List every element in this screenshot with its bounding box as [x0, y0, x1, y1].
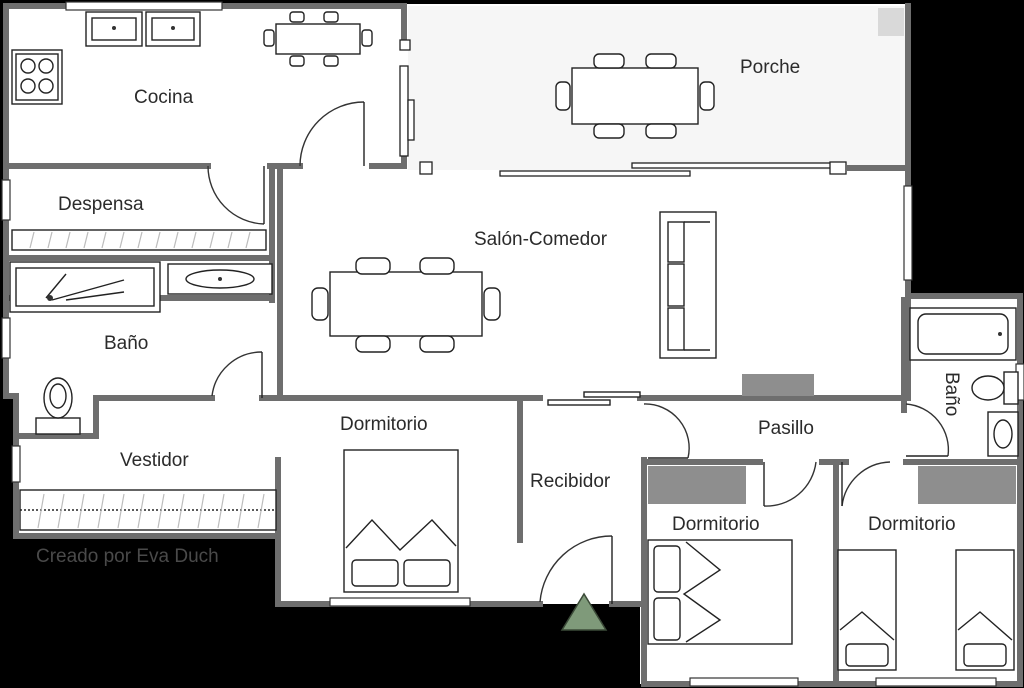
- label-salon-comedor: Salón-Comedor: [474, 229, 608, 250]
- label-pasillo: Pasillo: [758, 418, 814, 439]
- entrance-marker-icon: [560, 592, 608, 631]
- kitchen-sink: [85, 11, 201, 47]
- dining-table: [311, 257, 501, 353]
- doors: [207, 101, 950, 604]
- label-despensa: Despensa: [58, 194, 144, 215]
- single-bed-2: [955, 549, 1015, 671]
- double-bed-2: [647, 539, 793, 645]
- sliding-door-porche: [399, 39, 847, 177]
- label-dormitorio-2: Dormitorio: [672, 514, 760, 535]
- porche-corner: [878, 8, 904, 36]
- single-bed-1: [837, 549, 897, 671]
- stove-icon: [11, 49, 63, 105]
- kitchen-table: [263, 11, 373, 67]
- label-vestidor: Vestidor: [120, 450, 189, 471]
- despensa-shelf: [11, 229, 267, 251]
- washbasin-right-icon: [987, 411, 1019, 457]
- label-cocina: Cocina: [134, 87, 194, 108]
- credit-text: Creado por Eva Duch: [36, 546, 219, 567]
- closet-vestidor: [19, 489, 277, 531]
- label-bano-left: Baño: [104, 333, 148, 354]
- bathtub-icon: [909, 307, 1017, 361]
- sofa-icon: [659, 211, 717, 359]
- label-porche: Porche: [740, 57, 800, 78]
- label-bano-right: Baño: [941, 372, 962, 416]
- label-dormitorio-3: Dormitorio: [868, 514, 956, 535]
- double-bed-1: [343, 449, 459, 593]
- label-recibidor: Recibidor: [530, 471, 611, 492]
- washbasin-icon: [167, 263, 273, 295]
- wall-block-dorm-3: [918, 466, 1016, 504]
- wall-block-salon: [742, 374, 814, 396]
- wall-block-dorm-2: [648, 466, 746, 504]
- porche-table: [555, 53, 715, 139]
- toilet-icon: [35, 377, 81, 435]
- label-dormitorio-1: Dormitorio: [340, 414, 428, 435]
- toilet-right-icon: [971, 371, 1019, 405]
- shower-icon: [9, 261, 161, 313]
- walls: [3, 3, 1023, 687]
